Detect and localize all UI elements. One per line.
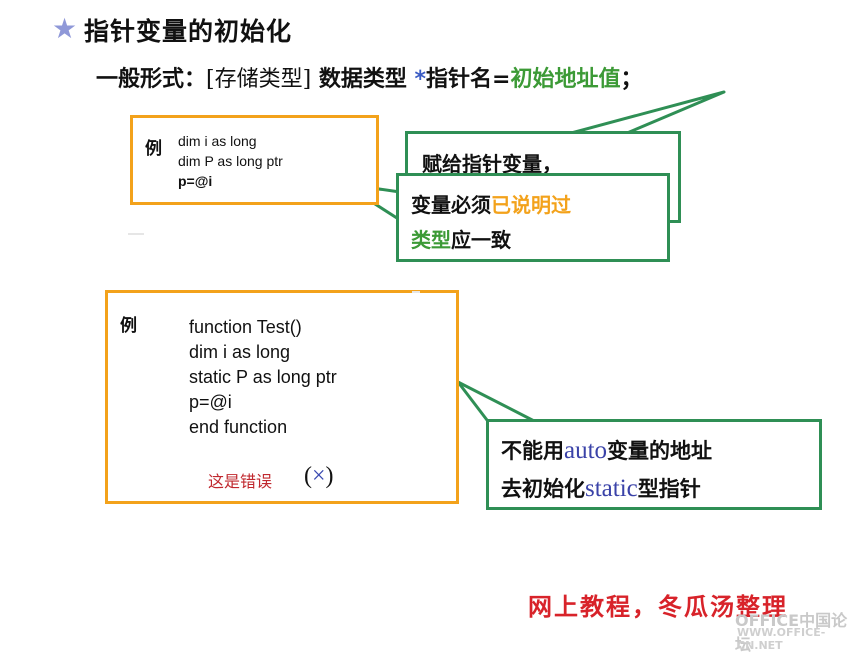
cross-mark: (×) [304, 463, 334, 489]
credit-text: 网上教程，冬瓜汤整理 [528, 593, 788, 621]
error-note: 这是错误 [208, 472, 273, 491]
divider [128, 233, 144, 235]
general-form-datatype: 数据类型 [311, 67, 415, 92]
general-form-equals: = [492, 67, 511, 92]
code-line: dim i as long [189, 342, 291, 362]
callout-static-rule: 不能用auto变量的地址 去初始化static型指针 [486, 419, 822, 510]
callout-assign-text: 赋给指针变量， [422, 152, 562, 176]
callout-static-rule-line-1: 不能用auto变量的地址 [501, 437, 713, 464]
example-2-label: 例 [120, 316, 137, 336]
callout-type-rule-line-2: 类型应一致 [411, 228, 511, 252]
general-form-storage: [存储类型] [206, 67, 312, 92]
divider [412, 291, 420, 293]
example-1-box: 例 dim i as long dim P as long ptr p=@i [130, 115, 379, 205]
code-line: end function [189, 417, 288, 437]
callout-a-tail [558, 90, 726, 138]
general-form-star: * [414, 67, 427, 92]
code-line: dim P as long ptr [178, 153, 283, 169]
cross-icon: × [312, 463, 326, 489]
callout-type-rule: 变量必须已说明过 类型应一致 [396, 173, 670, 262]
general-form-semicolon: ； [620, 67, 643, 92]
example-1-code: dim i as long dim P as long ptr p=@i [178, 131, 283, 191]
slide-title: 指针变量的初始化 [84, 17, 293, 46]
code-line: p=@i [178, 173, 213, 189]
callout-type-rule-text: 变量必须已说明过 类型应一致 [411, 188, 571, 258]
callout-static-rule-line-2: 去初始化static型指针 [501, 475, 701, 502]
code-line: dim i as long [178, 133, 257, 149]
callout-c-tail [456, 380, 542, 426]
general-form-init-addr: 初始地址值 [510, 67, 621, 92]
watermark-url: WWW.OFFICE-CN.NET [737, 626, 826, 652]
general-form-prefix: 一般形式： [96, 67, 207, 92]
star-bullet-icon: ★ [52, 12, 78, 45]
general-form-ptr-name: 指针名 [426, 67, 493, 92]
callout-type-rule-line-1: 变量必须已说明过 [411, 193, 571, 217]
code-line: static P as long ptr [189, 367, 337, 387]
code-line: function Test() [189, 317, 302, 337]
example-1-label: 例 [145, 139, 162, 159]
example-2-code: function Test() dim i as long static P a… [189, 315, 337, 440]
code-line: p=@i [189, 392, 232, 412]
example-2-box: 例 function Test() dim i as long static P… [105, 290, 459, 504]
callout-static-rule-text: 不能用auto变量的地址 去初始化static型指针 [501, 432, 712, 508]
general-form-line: 一般形式：[存储类型] 数据类型 *指针名=初始地址值； [96, 61, 643, 93]
